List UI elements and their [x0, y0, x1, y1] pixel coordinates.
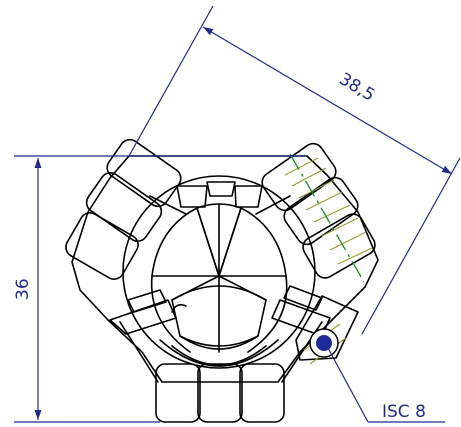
pad — [155, 363, 201, 423]
top-tab-inner — [206, 181, 236, 197]
diagonal-dimension-label: 38,5 — [335, 69, 378, 106]
connector-line — [149, 195, 187, 215]
top-tab — [234, 185, 263, 208]
lower-ring-inner — [171, 345, 267, 366]
right-arm-2 — [283, 285, 323, 311]
top-tab — [176, 185, 208, 208]
connector-line — [255, 195, 291, 215]
callout-leader — [327, 347, 369, 423]
pad — [197, 363, 243, 423]
vertical-dimension-label: 36 — [13, 278, 33, 300]
ext-line-top — [128, 5, 214, 157]
pad — [106, 138, 182, 208]
hub-outer-circle — [122, 175, 316, 369]
body-frame — [71, 155, 379, 383]
left-hook — [171, 304, 187, 313]
callout-label: ISC 8 — [382, 402, 426, 422]
connector-line — [119, 321, 159, 383]
callout: ISC 8 — [327, 347, 445, 423]
dimension-line-diagonal — [202, 26, 453, 175]
jaw-left — [151, 207, 220, 277]
bottom-pad-group — [155, 363, 285, 423]
left-arm-2 — [127, 289, 167, 313]
pad — [65, 212, 139, 280]
centerline — [289, 153, 365, 283]
screw-dot — [316, 335, 332, 351]
ext-line-bottom — [361, 157, 461, 335]
diagonal-dimension — [128, 5, 461, 335]
inner-arc-left — [150, 275, 191, 353]
right-pad-group — [261, 142, 376, 279]
lower-ring — [159, 339, 279, 367]
pad — [239, 363, 285, 423]
pad — [261, 142, 337, 212]
lower-jaw — [171, 285, 267, 347]
inner-arc-right — [247, 275, 288, 353]
part-outline — [65, 138, 379, 423]
pad — [85, 172, 163, 242]
pad — [302, 213, 376, 279]
jaw-right — [218, 207, 287, 277]
vertical-dimension — [14, 155, 307, 423]
screw-marker — [309, 328, 339, 358]
